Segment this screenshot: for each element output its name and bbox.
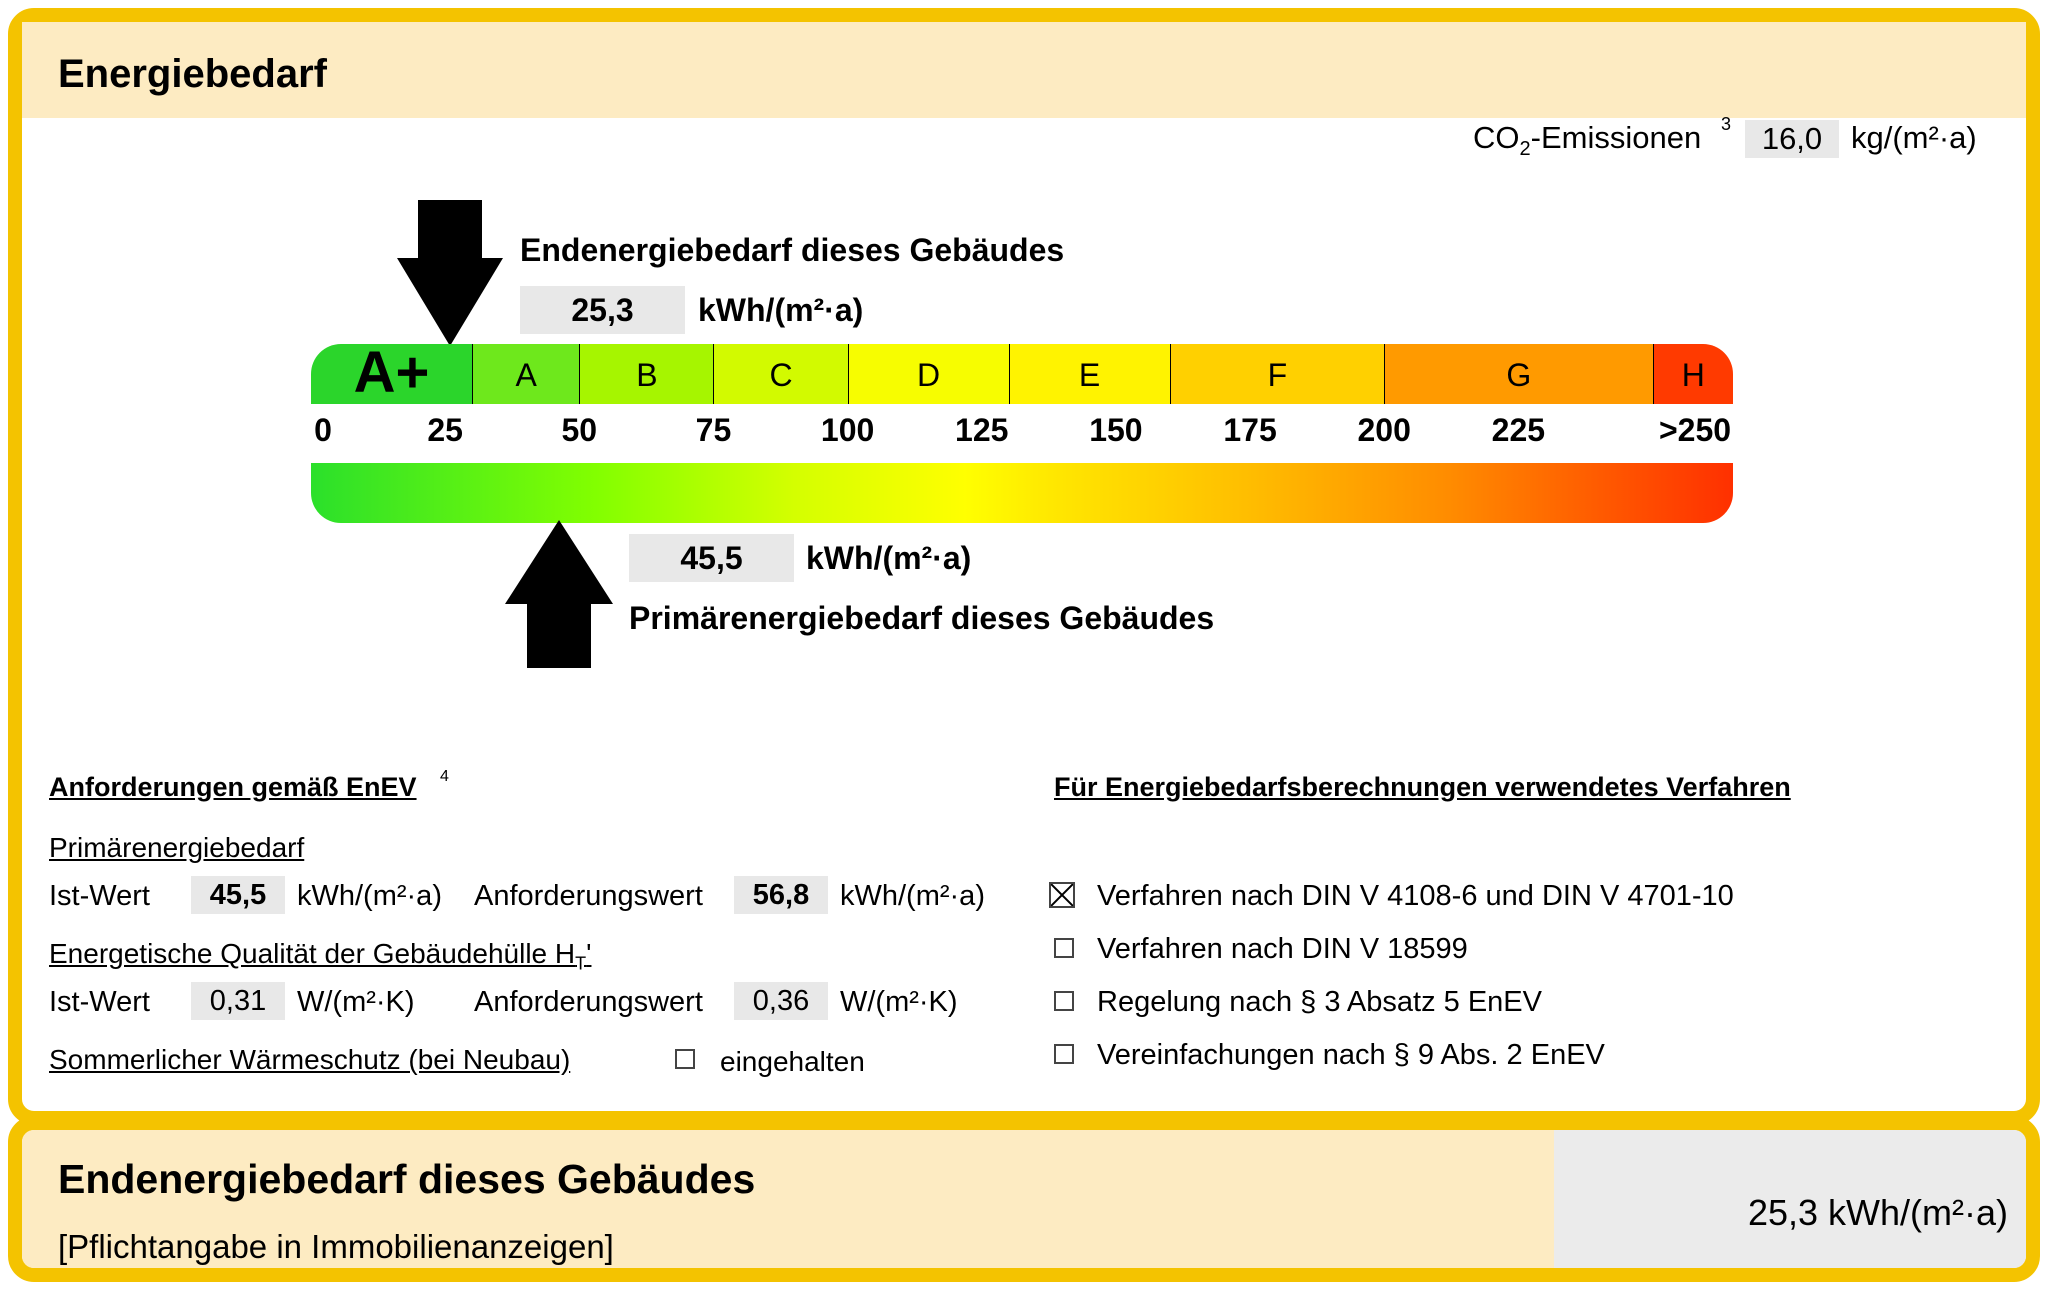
envelope-anf-unit: W/(m²·K) [840, 986, 958, 1018]
primary-anf-unit: kWh/(m²·a) [840, 880, 985, 912]
method-label: Vereinfachungen nach § 9 Abs. 2 EnEV [1097, 1039, 1605, 1071]
energy-class-a: A [471, 344, 580, 404]
summary-label-area [22, 1130, 1554, 1268]
scale-tick: 150 [1089, 412, 1143, 448]
energy-class-h: H [1652, 344, 1733, 404]
section-title: Energiebedarf [58, 52, 327, 96]
requirements-footnote: 4 [440, 768, 449, 785]
scale-tick: 25 [427, 412, 463, 448]
envelope-ist-label: Ist-Wert [49, 986, 150, 1018]
method-label: Verfahren nach DIN V 4108-6 und DIN V 47… [1097, 880, 1734, 912]
primary-ist-label: Ist-Wert [49, 880, 150, 912]
energy-class-b: B [579, 344, 714, 404]
scale-tick: 75 [695, 412, 732, 448]
method-label: Regelung nach § 3 Absatz 5 EnEV [1097, 986, 1542, 1018]
co2-label-main: CO [1473, 120, 1520, 155]
method-label: Verfahren nach DIN V 18599 [1097, 933, 1468, 965]
primary-ist-unit: kWh/(m²·a) [297, 880, 442, 912]
energy-class-c: C [713, 344, 848, 404]
primary-demand-heading: Primärenergiebedarf [49, 832, 305, 863]
summary-subtitle: [Pflichtangabe in Immobilienanzeigen] [58, 1228, 614, 1265]
primary-anf-value: 56,8 [734, 876, 828, 914]
envelope-ist-value: 0,31 [191, 982, 285, 1020]
energy-class-e: E [1008, 344, 1170, 404]
methods-heading: Für Energiebedarfsberechnungen verwendet… [1054, 772, 1791, 802]
co2-label-rest: -Emissionen [1530, 120, 1702, 155]
scale-tick: 50 [561, 412, 598, 448]
envelope-anf-value: 0,36 [734, 982, 828, 1020]
co2-footnote: 3 [1721, 114, 1732, 134]
scale-tick: 225 [1491, 412, 1546, 448]
energy-class-d: D [847, 344, 1009, 404]
summary-title: Endenergiebedarf dieses Gebäudes [58, 1156, 756, 1202]
primary-energy-unit: kWh/(m²·a) [806, 540, 972, 576]
method-checkbox[interactable] [1054, 1044, 1074, 1064]
scale-tick: 175 [1223, 412, 1277, 448]
summer-protection-checkbox[interactable] [675, 1049, 695, 1069]
envelope-anf-label: Anforderungswert [474, 986, 703, 1018]
energy-class-aplus: A+ [311, 344, 472, 404]
co2-value: 16,0 [1745, 120, 1839, 158]
end-energy-value: 25,3 [520, 286, 685, 334]
primary-anf-label: Anforderungswert [474, 880, 703, 912]
scale-tick: 200 [1357, 412, 1411, 448]
method-checkbox[interactable] [1054, 938, 1074, 958]
scale-tick: >250 [1658, 412, 1732, 448]
envelope-prime: ' [586, 938, 592, 969]
section-header: Energiebedarf [22, 22, 2026, 118]
scale-tick: 125 [955, 412, 1009, 448]
primary-energy-value: 45,5 [629, 534, 794, 582]
check-x-icon [1050, 883, 1074, 907]
co2-subscript: 2 [1519, 138, 1531, 161]
scale-tick: 100 [820, 412, 875, 448]
energy-class-f: F [1169, 344, 1385, 404]
summer-protection-check-label: eingehalten [720, 1046, 865, 1077]
envelope-heading-text: Energetische Qualität der Gebäudehülle H [49, 938, 576, 969]
method-checkbox[interactable] [1049, 882, 1075, 908]
co2-label: CO2-Emissionen [1473, 120, 1701, 161]
final-energy-summary: Endenergiebedarf dieses Gebäudes [Pflich… [8, 1116, 2040, 1282]
primary-energy-arrow-icon [505, 520, 613, 668]
envelope-heading: Energetische Qualität der Gebäudehülle H… [49, 938, 591, 975]
summary-value: 25,3 kWh/(m²·a) [1747, 1192, 2008, 1233]
envelope-ist-unit: W/(m²·K) [297, 986, 415, 1018]
primary-energy-label: Primärenergiebedarf dieses Gebäudes [629, 600, 1215, 636]
energy-gradient-bar [311, 463, 1733, 523]
end-energy-unit: kWh/(m²·a) [698, 292, 864, 328]
energy-class-g: G [1384, 344, 1653, 404]
summer-protection-label: Sommerlicher Wärmeschutz (bei Neubau) [49, 1044, 571, 1075]
end-energy-label: Endenergiebedarf dieses Gebäudes [520, 232, 1065, 268]
energy-demand-panel: Energiebedarf [8, 8, 2040, 1125]
envelope-subscript: T [575, 953, 587, 974]
summary-value-area [1554, 1130, 2026, 1268]
requirements-heading-text: Anforderungen gemäß EnEV [49, 772, 417, 802]
requirements-heading: Anforderungen gemäß EnEV [49, 772, 417, 803]
end-energy-arrow-icon [397, 200, 503, 346]
co2-unit: kg/(m²·a) [1851, 120, 1977, 155]
scale-tick: 0 [314, 412, 332, 448]
primary-ist-value: 45,5 [191, 876, 285, 914]
method-checkbox[interactable] [1054, 991, 1074, 1011]
